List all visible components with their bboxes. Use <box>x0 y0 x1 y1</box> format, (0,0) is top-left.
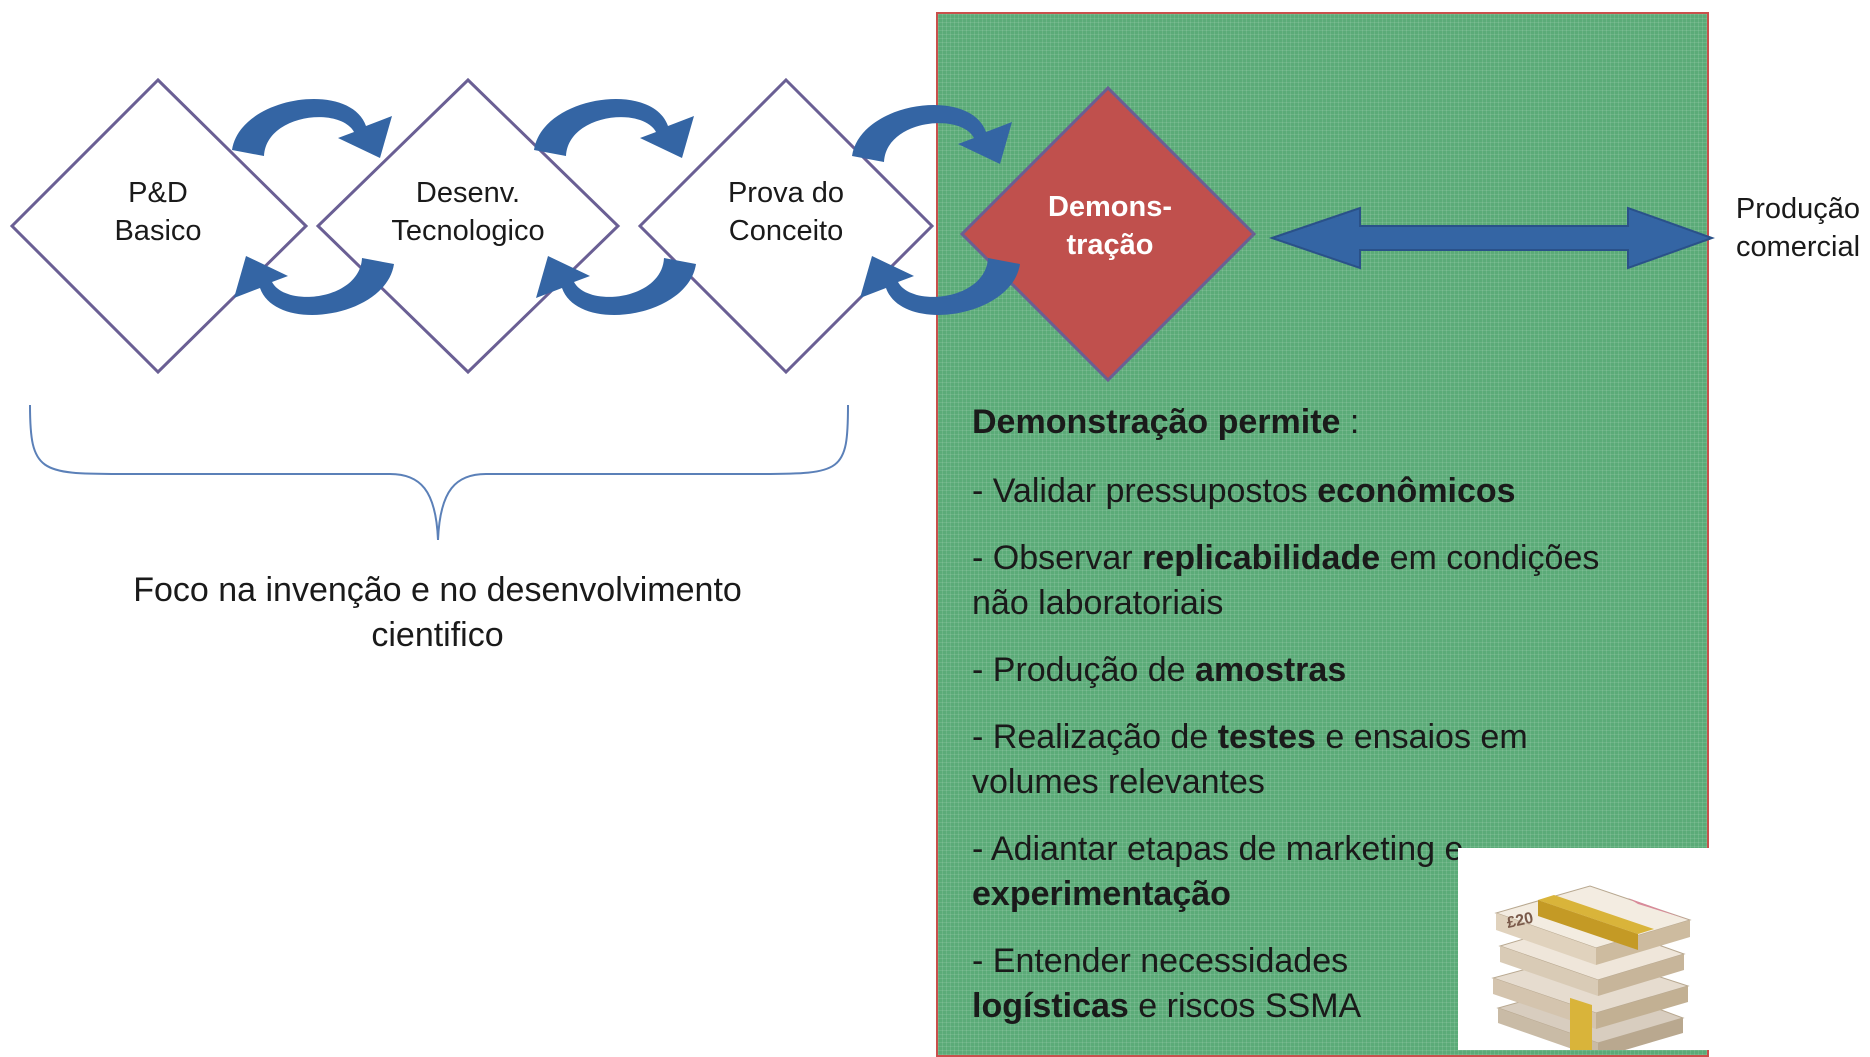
demo-item-testes: - Realização de testes e ensaios em volu… <box>972 718 1528 801</box>
backward-arrow-1 <box>234 256 394 315</box>
demo-item-replicabilidade: - Observar replicabilidade em condições … <box>972 539 1600 622</box>
demo-item-economicos: - Validar pressupostos econômicos <box>972 472 1516 510</box>
backward-arrow-3 <box>860 256 1020 315</box>
diamond-demonstracao <box>959 85 1257 383</box>
demo-item-experimentacao: - Adiantar etapas de marketing e experim… <box>972 830 1464 913</box>
curly-brace <box>29 404 849 541</box>
diamond-desenv-tecnologico <box>315 77 621 375</box>
stage-label-prova-conceito: Prova do Conceito <box>727 177 845 247</box>
forward-arrow-1 <box>232 99 392 158</box>
stage-label-desenv-tecnologico: Desenv. Tecnologico <box>391 177 545 247</box>
forward-arrow-3 <box>852 105 1012 164</box>
production-label: Produção comercial <box>1735 193 1861 263</box>
stage-label-demonstracao: Demons- tração <box>1047 191 1173 261</box>
backward-arrow-2 <box>536 256 696 315</box>
demo-heading: Demonstração permite : <box>972 403 1360 441</box>
forward-arrow-2 <box>534 99 694 158</box>
double-arrow <box>1268 206 1715 270</box>
demo-item-amostras: - Produção de amostras <box>972 651 1347 689</box>
demo-item-logisticas: - Entender necessidades logísticas e ris… <box>972 942 1362 1025</box>
focus-caption: Foco na invenção e no desenvolvimento ci… <box>133 571 742 654</box>
banknotes-icon: £20 <box>1491 885 1692 1057</box>
diamond-pd-basico <box>9 77 309 375</box>
demonstration-list: Demonstração permite : - Validar pressup… <box>972 400 1612 1051</box>
svg-text:£20: £20 <box>1505 910 1535 932</box>
stage-label-pd-basico: P&D Basico <box>114 177 202 247</box>
money-stack-image: £20 <box>1458 848 1716 1057</box>
